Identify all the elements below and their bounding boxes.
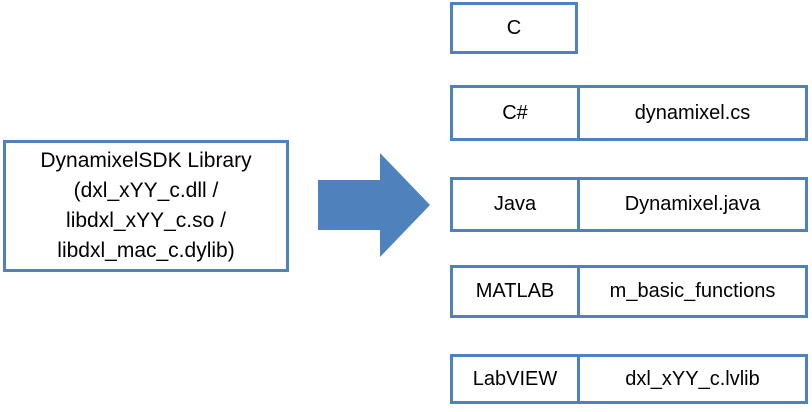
language-label: C# [502, 101, 528, 124]
language-label: MATLAB [475, 280, 555, 302]
language-label: C [506, 16, 522, 39]
right-arrow-icon [318, 153, 430, 257]
language-label: LabVIEW [472, 367, 558, 390]
library-box-line-dll: (dxl_xYY_c.dll / [73, 179, 219, 202]
library-box-line-so: libdxl_xYY_c.so / [66, 209, 226, 232]
file-label: dynamixel.cs [577, 88, 805, 138]
library-box-line-title: DynamixelSDK Library [40, 149, 252, 172]
file-label: m_basic_functions [577, 268, 805, 315]
binding-row-c: C [450, 2, 578, 54]
binding-row-matlab: MATLAB m_basic_functions [450, 265, 808, 318]
file-label: dxl_xYY_c.lvlib [577, 357, 805, 401]
binding-row-java: Java Dynamixel.java [450, 177, 808, 232]
language-label: Java [493, 193, 537, 215]
library-box-line-dylib: libdxl_mac_c.dylib) [57, 239, 235, 262]
binding-row-csharp: C# dynamixel.cs [450, 85, 808, 141]
binding-row-labview: LabVIEW dxl_xYY_c.lvlib [450, 354, 808, 404]
library-source-box: DynamixelSDK Library (dxl_xYY_c.dll / li… [3, 140, 289, 272]
file-label: Dynamixel.java [577, 180, 805, 229]
